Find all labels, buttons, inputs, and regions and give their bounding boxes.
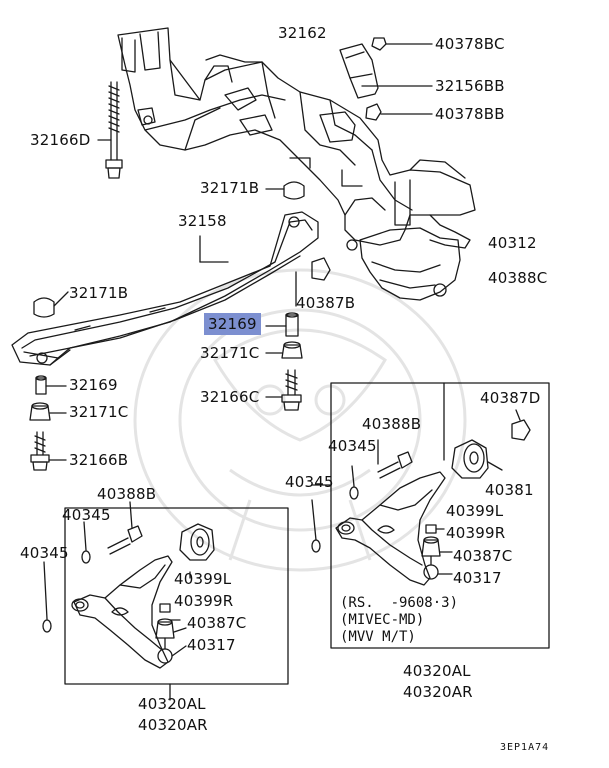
label-32169-selected[interactable]: 32169 <box>204 313 261 335</box>
label-32166C[interactable]: 32166C <box>200 388 260 406</box>
nut-40387B-icon <box>295 257 331 307</box>
label-40378BC[interactable]: 40378BC <box>435 35 505 53</box>
label-40320AR-right[interactable]: 40320AR <box>403 683 473 701</box>
bushing-32171C-left-icon <box>29 402 67 421</box>
label-40320AR-left[interactable]: 40320AR <box>138 716 208 734</box>
label-40399L-right[interactable]: 40399L <box>446 502 504 520</box>
label-40317-right[interactable]: 40317 <box>453 569 502 587</box>
label-40387B[interactable]: 40387B <box>296 294 356 312</box>
diagram-code: 3EP1A74 <box>500 742 550 753</box>
bolt-40378BC-icon <box>371 37 433 51</box>
right-arm-group-frame <box>330 382 550 649</box>
label-40378BB[interactable]: 40378BB <box>435 105 505 123</box>
label-40399R-right[interactable]: 40399R <box>446 524 506 542</box>
center-member-bar-icon <box>11 211 319 366</box>
label-32171B-top[interactable]: 32171B <box>200 179 260 197</box>
note-line-3: (MVV M/T) <box>340 629 416 645</box>
bracket-32156BB-icon <box>339 43 379 99</box>
label-32166B[interactable]: 32166B <box>69 451 129 469</box>
bolt-40388B-right-icon <box>377 439 413 479</box>
applicability-note: (RS. -9608·3) (MIVEC-MD) (MVV M/T) <box>340 595 458 646</box>
label-32171C-mid[interactable]: 32171C <box>200 344 260 362</box>
nut-40387D-icon <box>511 409 531 441</box>
note-line-2: (MIVEC-MD) <box>340 612 425 628</box>
label-40387C-right[interactable]: 40387C <box>453 547 513 565</box>
note-line-1: (RS. -9608·3) <box>340 595 459 611</box>
bushing-32171B-left-icon <box>33 291 69 318</box>
label-40345-left-2[interactable]: 40345 <box>20 544 69 562</box>
front-crossmember-icon <box>117 27 476 251</box>
bushing-32171C-mid-icon <box>265 341 303 359</box>
label-32171C-left[interactable]: 32171C <box>69 403 129 421</box>
label-32171B-left[interactable]: 32171B <box>69 284 129 302</box>
label-32169-left[interactable]: 32169 <box>69 376 118 394</box>
collar-32169-selected-icon <box>265 312 299 337</box>
bolt-40388B-left-icon <box>107 501 143 555</box>
label-40387C-left[interactable]: 40387C <box>187 614 247 632</box>
label-32166D[interactable]: 32166D <box>30 131 91 149</box>
label-32158[interactable]: 32158 <box>178 212 227 230</box>
label-40312[interactable]: 40312 <box>488 234 537 252</box>
left-arm-group-frame <box>64 507 289 685</box>
label-40388B-right[interactable]: 40388B <box>362 415 422 433</box>
label-32162[interactable]: 32162 <box>278 24 327 42</box>
bolt-32166C-icon <box>265 369 302 411</box>
bushing-40381-icon <box>451 439 503 479</box>
bushing-40399L-left-icon <box>179 523 215 561</box>
label-40345-right-1[interactable]: 40345 <box>328 437 377 455</box>
lower-arm-right-icon <box>335 471 446 586</box>
label-40381[interactable]: 40381 <box>485 481 534 499</box>
highlight-32169[interactable]: 32169 <box>204 313 261 335</box>
label-40399L-left[interactable]: 40399L <box>174 570 232 588</box>
bushing-32171B-top-icon <box>265 181 305 200</box>
lower-arm-left-icon <box>71 555 173 669</box>
bolt-32166D-icon <box>97 81 123 179</box>
label-40388C[interactable]: 40388C <box>488 269 548 287</box>
nut-40378BB-icon <box>365 103 433 121</box>
label-40399R-left[interactable]: 40399R <box>174 592 234 610</box>
label-40345-left-1[interactable]: 40345 <box>62 506 111 524</box>
washer-40345-left-icon <box>42 521 91 633</box>
label-40387D[interactable]: 40387D <box>480 389 541 407</box>
washer-40345-right-icon <box>311 465 359 553</box>
label-40345-right-2[interactable]: 40345 <box>285 473 334 491</box>
bracket-40312-icon <box>359 214 471 301</box>
label-40317-left[interactable]: 40317 <box>187 636 236 654</box>
label-32156BB[interactable]: 32156BB <box>435 77 505 95</box>
label-40388B-left[interactable]: 40388B <box>97 485 157 503</box>
bolt-32166B-icon <box>30 431 67 471</box>
ball-joint-40317-left-icon <box>155 603 187 664</box>
label-40320AL-right[interactable]: 40320AL <box>403 662 471 680</box>
label-40320AL-left[interactable]: 40320AL <box>138 695 206 713</box>
collar-32169-left-icon <box>35 375 67 395</box>
ball-joint-40317-right-icon <box>421 524 453 580</box>
